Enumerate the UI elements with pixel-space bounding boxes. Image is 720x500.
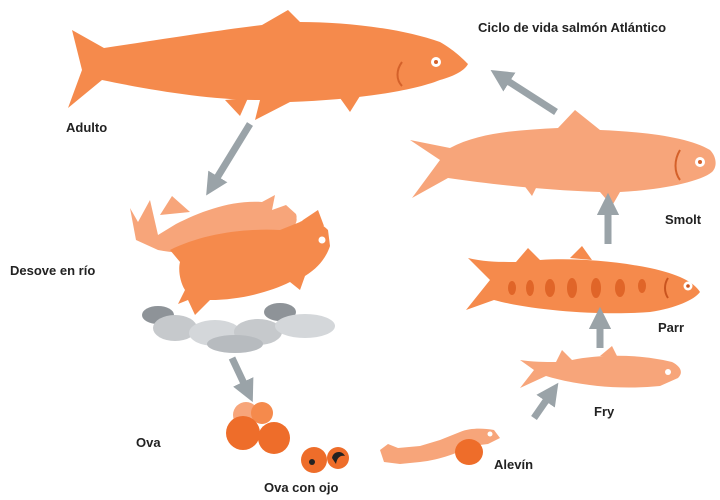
stage-label-fry: Fry (594, 404, 614, 419)
diagram-title: Ciclo de vida salmón Atlántico (478, 20, 666, 35)
arrow-adult-to-spawn (212, 124, 250, 186)
parr-icon (466, 246, 700, 313)
stage-label-ova-con-ojo: Ova con ojo (264, 480, 338, 495)
stage-label-ova: Ova (136, 435, 161, 450)
stage-label-adulto: Adulto (66, 120, 107, 135)
stage-label-smolt: Smolt (665, 212, 701, 227)
fry-icon (520, 346, 681, 388)
spawning-salmon-icon (130, 195, 330, 315)
adult-salmon-icon (68, 10, 468, 120)
river-stones (142, 303, 335, 353)
stage-label-alevin: Alevín (494, 457, 533, 472)
egg-icon (226, 402, 290, 454)
arrow-alevin-to-fry (534, 392, 552, 418)
eyed-egg-icon (301, 447, 349, 473)
arrow-spawn-to-ova (232, 358, 248, 392)
alevin-icon (380, 429, 500, 465)
arrow-smolt-to-adult (500, 76, 556, 112)
stage-label-parr: Parr (658, 320, 684, 335)
stage-label-desove: Desove en río (10, 263, 95, 278)
smolt-icon (410, 110, 716, 206)
